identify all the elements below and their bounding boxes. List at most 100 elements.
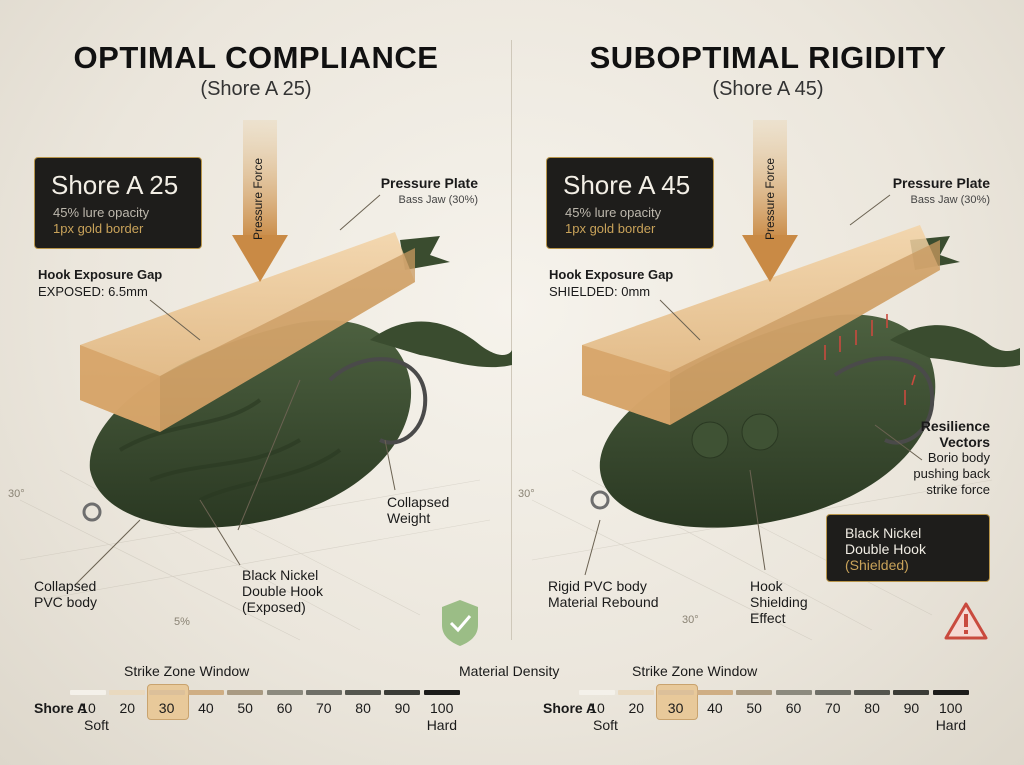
right-scale-segment <box>618 690 655 695</box>
right-scale-value: 50 <box>746 700 762 716</box>
panel-divider <box>511 40 512 640</box>
left-shore-a-label: Shore A <box>34 700 88 716</box>
right-hardness-value: Shore A 45 <box>563 170 691 200</box>
left-hard-label: Hard <box>426 717 458 733</box>
right-hook-2: Double Hook <box>845 541 926 557</box>
left-plate-sub: Bass Jaw (30%) <box>398 194 478 206</box>
left-soft-label: Soft <box>84 717 109 733</box>
left-hook-1: Black Nickel <box>242 567 319 583</box>
left-box-line2: 1px gold border <box>53 221 144 236</box>
right-panel: SUBOPTIMAL RIGIDITY (Shore A 45) Shore A… <box>512 0 1024 765</box>
left-scale-value: 70 <box>316 700 332 716</box>
right-scale-segment <box>932 690 969 695</box>
left-scale-segment <box>70 690 106 695</box>
right-resilience-1: Resilience <box>920 418 990 434</box>
right-scale-value: 10 <box>589 700 605 716</box>
right-scale-value: 60 <box>785 700 802 716</box>
right-scale-segment <box>814 690 851 695</box>
right-shield-2: Shielding <box>750 594 808 610</box>
right-scale-segment <box>696 690 733 695</box>
left-scale-value: 30 <box>158 700 175 716</box>
left-hook-3: (Exposed) <box>242 599 306 615</box>
right-gap-value: SHIELDED: 0mm <box>549 284 651 299</box>
left-scale-segment <box>148 690 185 695</box>
right-subtitle: (Shore A 45) <box>712 78 824 100</box>
material-density-title: Material Density <box>459 663 560 679</box>
left-force-label: Pressure Force <box>251 157 265 240</box>
left-scale-segment <box>266 690 303 695</box>
left-scale-segment <box>227 690 264 695</box>
right-strike-zone-title: Strike Zone Window <box>632 663 758 679</box>
right-shield-1: Hook <box>750 578 783 594</box>
right-soft-label: Soft <box>593 717 618 733</box>
right-hook-3: (Shielded) <box>845 557 909 573</box>
right-shield-3: Effect <box>750 610 786 626</box>
right-shore-a-label: Shore A <box>543 700 597 716</box>
right-gap-title: Hook Exposure Gap <box>549 267 674 282</box>
left-subtitle: (Shore A 25) <box>200 78 312 100</box>
right-borio-1: Borio body <box>927 450 990 465</box>
right-scale-value: 80 <box>864 700 880 716</box>
right-angle: 30° <box>518 488 535 500</box>
left-scale-value: 20 <box>119 700 136 716</box>
right-hardness-box: Shore A 45 45% lure opacity 1px gold bor… <box>546 157 714 249</box>
right-box-line1: 45% lure opacity <box>565 205 662 220</box>
right-rigid-2: Material Rebound <box>548 594 659 610</box>
right-borio-2: pushing back <box>913 466 990 481</box>
right-plate-sub: Bass Jaw (30%) <box>910 194 990 206</box>
right-force-label: Pressure Force <box>763 157 777 240</box>
left-force-arrow <box>232 120 288 282</box>
right-angle-2: 30° <box>682 614 699 626</box>
left-pct: 5% <box>174 616 190 628</box>
left-pressure-plate <box>80 232 415 432</box>
right-hook-1: Black Nickel <box>845 525 922 541</box>
left-scale-value: 60 <box>276 700 293 716</box>
left-collapsed-weight-1: Collapsed <box>387 494 450 510</box>
right-hook-box: Black Nickel Double Hook (Shielded) <box>826 514 990 582</box>
left-gap-title: Hook Exposure Gap <box>38 267 163 282</box>
right-scale-value: 90 <box>903 700 920 716</box>
left-plate-title: Pressure Plate <box>380 175 478 191</box>
right-scale-segment <box>657 690 694 695</box>
left-collapsed-pvc-2: PVC body <box>34 594 98 610</box>
right-pressure-plate <box>582 225 940 425</box>
left-scale-value: 40 <box>198 700 214 716</box>
left-scale-segment <box>305 690 342 695</box>
left-scale-value: 100 <box>430 700 454 716</box>
left-box-line1: 45% lure opacity <box>53 205 150 220</box>
left-title: OPTIMAL COMPLIANCE <box>73 40 439 75</box>
right-frog-lure <box>590 236 1020 528</box>
right-title: SUBOPTIMAL RIGIDITY <box>589 40 947 75</box>
left-scale-value: 90 <box>394 700 411 716</box>
right-scale-segment <box>736 690 773 695</box>
left-angle: 30° <box>8 488 25 500</box>
left-hook-2: Double Hook <box>242 583 323 599</box>
right-borio-3: strike force <box>926 482 990 497</box>
right-scale-value: 20 <box>628 700 645 716</box>
left-scale-segment <box>345 690 382 695</box>
right-scale-value: 30 <box>667 700 684 716</box>
right-scale-segment <box>775 690 812 695</box>
right-scale-segment <box>893 690 930 695</box>
left-scale-segment <box>423 690 460 695</box>
right-force-arrow <box>742 120 798 282</box>
left-hardness-value: Shore A 25 <box>51 170 179 200</box>
left-scale-segment <box>187 690 224 695</box>
left-gap-value: EXPOSED: 6.5mm <box>38 284 148 299</box>
left-scale-value: 50 <box>237 700 253 716</box>
right-box-line2: 1px gold border <box>565 221 656 236</box>
left-scale-segment <box>384 690 421 695</box>
left-leaders <box>74 194 396 586</box>
left-strike-zone-title: Strike Zone Window <box>124 663 250 679</box>
right-scale-segment <box>854 690 891 695</box>
check-shield-icon <box>442 600 478 646</box>
right-rigid-1: Rigid PVC body <box>548 578 647 594</box>
left-panel: OPTIMAL COMPLIANCE (Shore A 25) Shore A … <box>8 40 478 628</box>
left-scale-value: 10 <box>80 700 96 716</box>
right-leaders <box>584 194 923 576</box>
right-scale-value: 40 <box>707 700 723 716</box>
right-scale-value: 100 <box>939 700 963 716</box>
left-collapsed-weight-2: Weight <box>387 510 431 526</box>
left-scale-value: 80 <box>355 700 371 716</box>
